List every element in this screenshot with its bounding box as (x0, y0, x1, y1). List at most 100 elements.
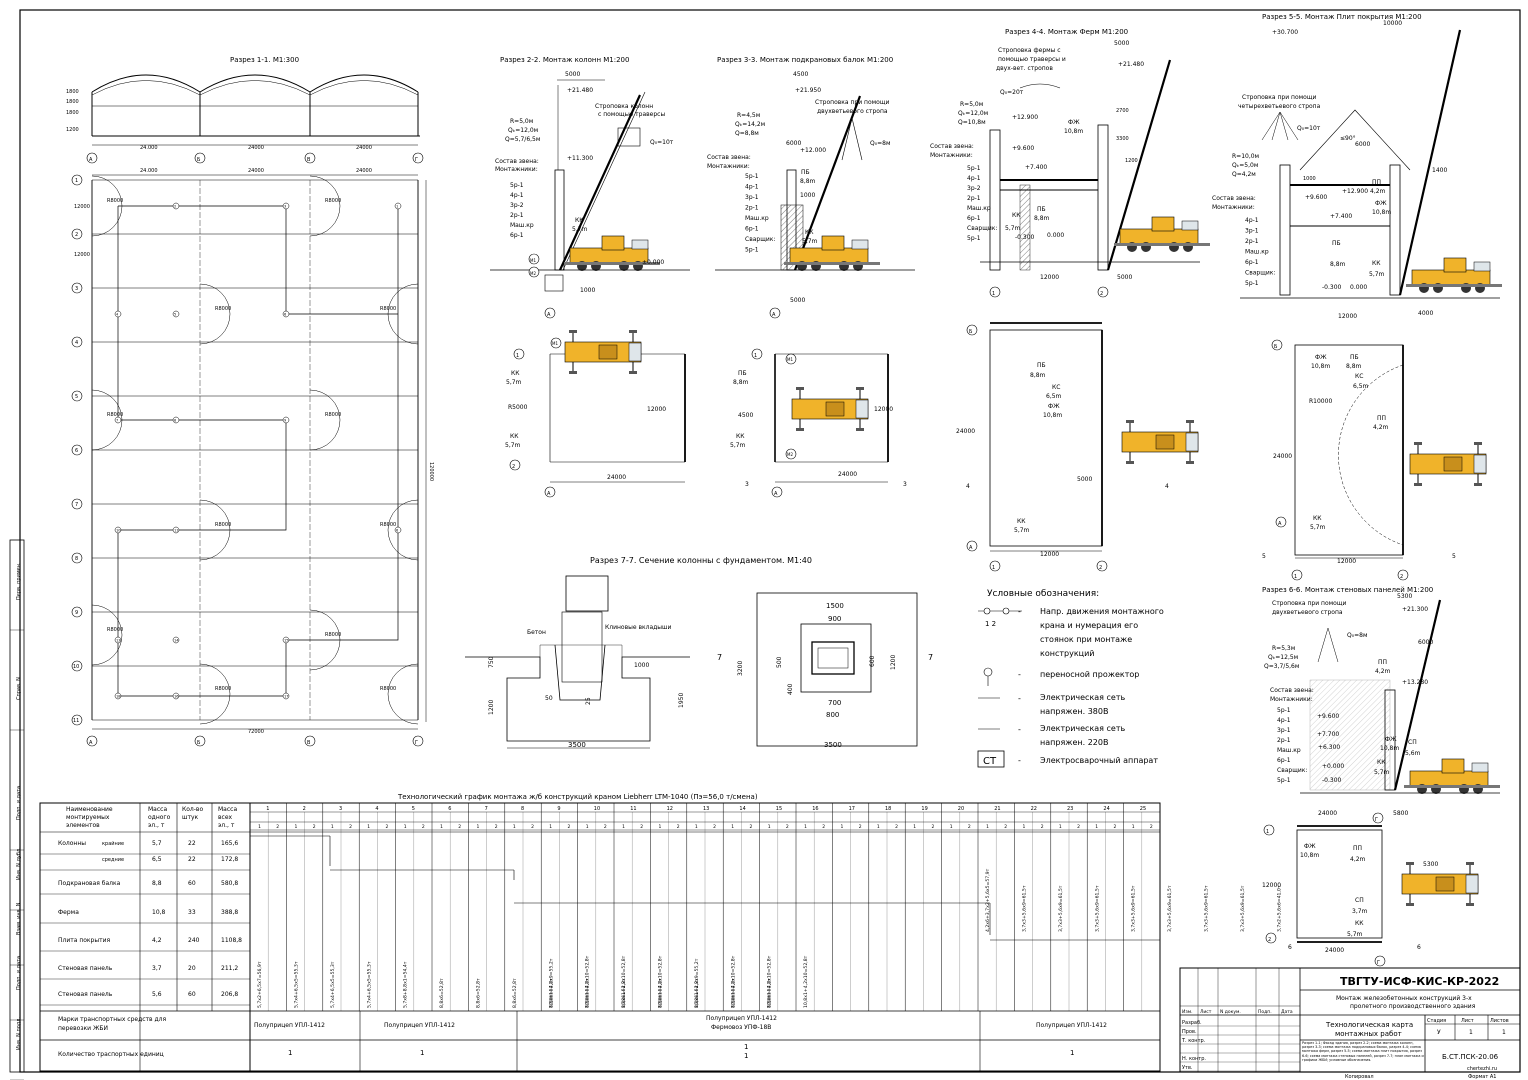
stamp-role: Пров. (1182, 1029, 1197, 1035)
svg-text:10,8m: 10,8m (1043, 412, 1062, 419)
svg-text:1: 1 (1469, 1029, 1473, 1036)
svg-text:+12.900: +12.900 (1342, 188, 1368, 195)
svg-text:0.000: 0.000 (1047, 232, 1064, 239)
svg-text:Q₀=8м: Q₀=8м (870, 140, 891, 147)
crew-entry: Сварщик: (745, 236, 775, 243)
svg-text:8,8m: 8,8m (733, 379, 749, 386)
crew-entry: 4р-1 (1277, 717, 1291, 724)
svg-text:Б.СТ.ПСК-20.06: Б.СТ.ПСК-20.06 (1442, 1053, 1499, 1061)
svg-text:R=10,0м: R=10,0м (1232, 153, 1259, 160)
row-axis-bubble (71, 390, 83, 402)
svg-text:ФЖ: ФЖ (1068, 119, 1080, 126)
crane-stand-number: 15 (284, 639, 288, 643)
svg-text:штук: штук (182, 814, 199, 821)
svg-text:Строповка при помощи: Строповка при помощи (1242, 94, 1316, 101)
svg-text:3,7m: 3,7m (1352, 908, 1368, 915)
schedule-qty: 33 (188, 909, 196, 916)
svg-text:5,7m: 5,7m (802, 238, 818, 245)
svg-text:1: 1 (288, 1049, 292, 1057)
crane-stand-marker (282, 416, 290, 424)
shift-number: 2 (495, 824, 498, 830)
svg-text:Г: Г (415, 157, 418, 163)
stamp-role: Н. контр. (1182, 1056, 1206, 1062)
shift-calc: 8,8x6=52,8т (621, 978, 627, 1008)
plan-4-4: Б А 1 2 4 4 ПБ 8,8m КС 6,5m ФЖ 10,8m КК … (956, 322, 1199, 572)
svg-text:+21.950: +21.950 (795, 87, 821, 94)
svg-text:+12.000: +12.000 (800, 147, 826, 154)
col-axis-bubble (304, 735, 316, 747)
crane-radius-arc (309, 389, 341, 451)
svg-text:1: 1 (1294, 574, 1297, 580)
shift-calc: 10,8x1+4,2x9=55,2т (548, 958, 554, 1008)
svg-text:Марки транспортных средств для: Марки транспортных средств для (58, 1016, 166, 1023)
crane-stand-marker (114, 310, 122, 318)
svg-text:Qₖ=12,5м: Qₖ=12,5м (1268, 654, 1298, 661)
crane-stand-marker (282, 310, 290, 318)
svg-text:Строповка фермы с: Строповка фермы с (998, 47, 1061, 54)
svg-text:1: 1 (992, 565, 995, 571)
svg-text:Разрез 2-2. Монтаж колонн М1:2: Разрез 2-2. Монтаж колонн М1:200 (500, 56, 629, 64)
svg-text:1200: 1200 (66, 127, 79, 133)
row-axis-label: 1 (75, 178, 78, 184)
svg-text:6,5m: 6,5m (1353, 383, 1369, 390)
crane-stand-number: 17 (284, 695, 288, 699)
crane-radius-arc (309, 609, 341, 671)
shift-number: 2 (313, 824, 316, 830)
row-axis-bubble (71, 228, 83, 240)
svg-text:Копировал: Копировал (1345, 1074, 1374, 1080)
svg-text:Кол-во: Кол-во (182, 806, 203, 813)
svg-text:А: А (969, 545, 973, 551)
svg-text:Монтажники:: Монтажники: (930, 152, 973, 159)
crane-stand-number: 13 (116, 639, 120, 643)
schedule-row-sub: средние (102, 857, 124, 863)
crane-radius-arc (91, 175, 123, 237)
svg-text:ПП: ПП (1377, 415, 1386, 422)
shift-number: 1 (950, 824, 953, 830)
svg-text:М2: М2 (530, 271, 536, 276)
svg-text:1: 1 (1266, 829, 1269, 835)
schedule-mass: 6,5 (152, 856, 162, 863)
svg-text:Q₀=10т: Q₀=10т (650, 139, 674, 146)
svg-text:Фермовоз УПФ-18В: Фермовоз УПФ-18В (711, 1024, 771, 1031)
svg-text:Полуприцеп УПЛ-1412: Полуприцеп УПЛ-1412 (706, 1015, 777, 1022)
crane-stand-number: 16 (174, 695, 178, 699)
svg-text:А: А (547, 312, 551, 318)
svg-text:400: 400 (787, 683, 794, 695)
crane-stand-number: 7 (116, 419, 118, 423)
svg-text:Масса: Масса (218, 806, 237, 813)
shift-number: 1 (477, 824, 480, 830)
svg-text:6,5m: 6,5m (1046, 393, 1062, 400)
svg-text:12000: 12000 (874, 406, 893, 413)
svg-text:А: А (89, 157, 93, 163)
svg-text:1 2: 1 2 (985, 620, 996, 628)
crane-radius-arc (309, 175, 341, 237)
crew-entry: 6р-1 (1245, 259, 1259, 266)
row-axis-bubble (71, 606, 83, 618)
crew-entry: 2р-1 (967, 195, 981, 202)
svg-text:10,8m: 10,8m (1300, 852, 1319, 859)
radius-label: R8000 (325, 198, 341, 204)
row-axis-bubble (71, 660, 83, 672)
crane-radius-arc (387, 283, 419, 345)
schedule-total: 580,8 (221, 880, 238, 887)
svg-text:900: 900 (828, 615, 841, 623)
shift-number: 1 (841, 824, 844, 830)
svg-text:1800: 1800 (66, 89, 79, 95)
shift-number: 1 (659, 824, 662, 830)
svg-text:Наименование: Наименование (66, 806, 113, 813)
svg-text:1200: 1200 (488, 700, 495, 715)
col-axis-label: А (89, 740, 93, 746)
shift-calc: 8,8x6=52,8т (476, 978, 482, 1008)
shift-number: 2 (713, 824, 716, 830)
svg-text:3500: 3500 (824, 741, 842, 749)
schedule-total: 165,6 (221, 840, 238, 847)
svg-text:ПБ: ПБ (1037, 362, 1046, 369)
crew-entry: 2р-1 (1245, 238, 1259, 245)
svg-text:+9.600: +9.600 (1305, 194, 1327, 201)
svg-text:500: 500 (776, 656, 783, 668)
crew-entry: Сварщик: (967, 225, 997, 232)
svg-text:R10000: R10000 (1309, 398, 1332, 405)
radius-label: R8000 (215, 522, 231, 528)
crane-stand-number: 2 (174, 205, 176, 209)
shift-number: 1 (731, 824, 734, 830)
